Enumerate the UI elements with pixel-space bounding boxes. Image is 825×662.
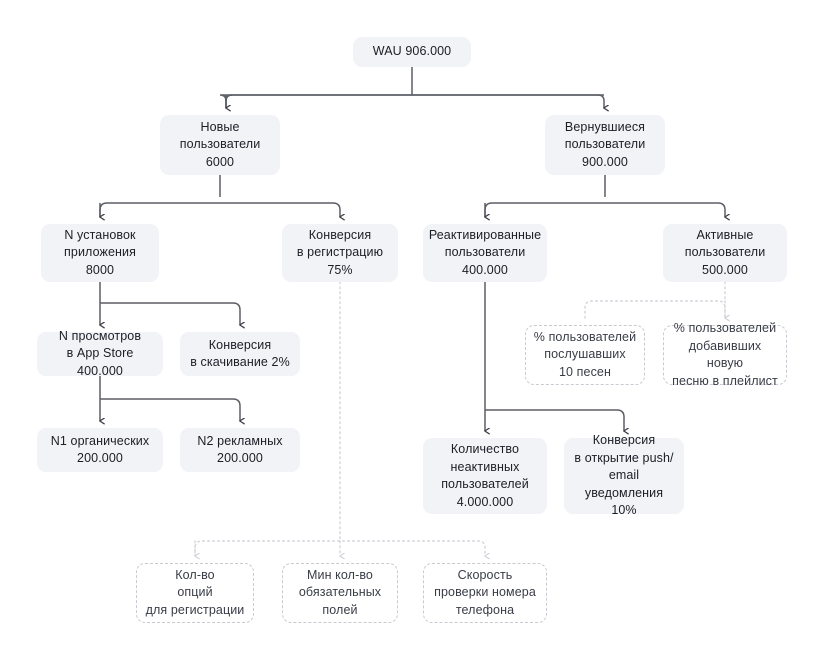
node-active-users[interactable]: Активные пользователи 500.000 [663,224,787,282]
node-required-fields-count[interactable]: Мин кол-во обязательных полей [282,563,398,623]
node-inactive-users[interactable]: Количество неактивных пользователей 4.00… [423,438,547,514]
node-returning-users[interactable]: Вернувшиеся пользователи 900.000 [545,115,665,175]
node-playlist-additions[interactable]: % пользователей добавивших новую песню в… [663,321,787,388]
node-phone-verification-speed[interactable]: Скорость проверки номера телефона [423,563,547,623]
node-appstore-views[interactable]: N просмотров в App Store 400.000 [37,329,163,378]
node-listened-songs[interactable]: % пользователей послушавших 10 песен [525,325,645,385]
node-paid-installs[interactable]: N2 рекламных 200.000 [180,428,300,472]
node-organic-installs[interactable]: N1 органических 200.000 [37,428,163,472]
node-wau[interactable]: WAU 906.000 [353,37,471,67]
node-download-conversion[interactable]: Конверсия в скачивание 2% [180,332,300,376]
node-registration-options-count[interactable]: Кол-во опций для регистрации [136,563,254,623]
node-app-installs[interactable]: N установок приложения 8000 [41,224,159,282]
node-new-users[interactable]: Новые пользователи 6000 [160,115,280,175]
node-push-open-conversion[interactable]: Конверсия в открытие push/ email уведомл… [564,433,684,517]
node-reactivated-users[interactable]: Реактивированные пользователи 400.000 [423,224,547,282]
node-registration-conversion[interactable]: Конверсия в регистрацию 75% [282,224,398,282]
